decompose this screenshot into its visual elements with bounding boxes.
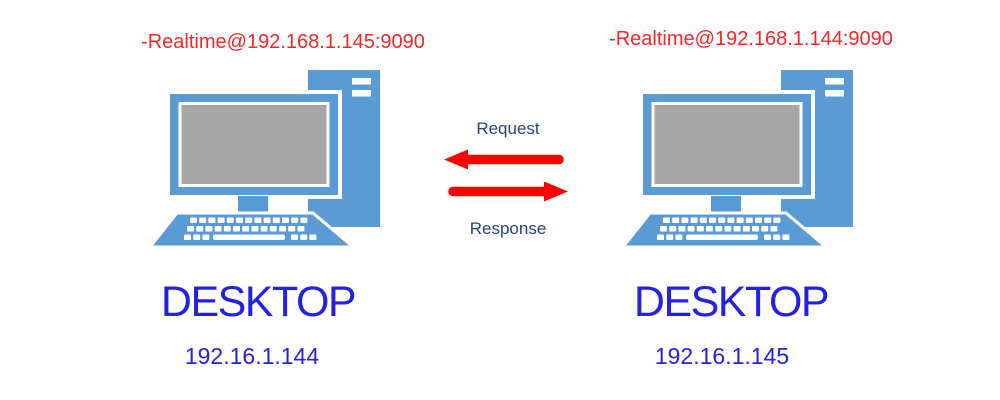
desktop-computer-icon [150,65,385,255]
arrow-left-icon [444,148,566,171]
left-computer-caption: DESKTOP [160,278,357,326]
arrow-right-icon [446,180,568,203]
left-computer-ip: 192.16.1.144 [184,343,320,369]
request-label: Request [476,119,540,138]
right-computer-ip: 192.16.1.145 [654,343,790,369]
right-computer-caption: DESKTOP [633,278,830,326]
left-realtime-address-label: -Realtime@192.168.1.145:9090 [141,31,425,53]
right-realtime-address-label: -Realtime@192.168.1.144:9090 [609,28,893,50]
response-label: Response [469,219,547,238]
desktop-computer-icon [623,65,858,255]
